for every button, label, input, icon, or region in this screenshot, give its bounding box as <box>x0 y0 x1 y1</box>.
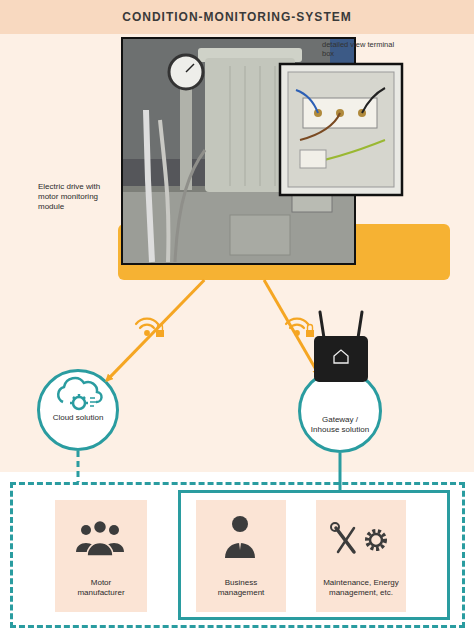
photo-wall <box>123 39 354 159</box>
motor-cap <box>198 48 302 62</box>
motor-fin <box>230 66 231 186</box>
motor-housing <box>205 58 295 192</box>
white-pipe <box>146 110 152 262</box>
wifi-lock-icon <box>286 319 314 337</box>
wifi-arc <box>286 319 308 324</box>
upper-background <box>0 0 474 472</box>
circle-shape <box>39 371 118 450</box>
stakeholder-box: Motor manufacturer <box>55 500 147 612</box>
inset-frame <box>280 64 402 195</box>
gauge-needle <box>186 64 194 72</box>
lock-body <box>156 330 164 337</box>
antenna <box>358 312 362 338</box>
wifi-arc <box>290 325 304 328</box>
wire-brown <box>300 113 340 140</box>
wrench <box>336 528 354 552</box>
wifi-arc <box>140 325 154 328</box>
tools-icon <box>331 523 385 552</box>
body <box>76 543 96 552</box>
wifi-dot <box>295 331 299 335</box>
pressure-gauge <box>169 55 203 89</box>
pump-block <box>230 215 290 255</box>
terminal-screw <box>358 109 366 117</box>
wifi-dot <box>145 331 149 335</box>
motor-fin <box>275 66 276 186</box>
gear-teeth <box>367 531 385 549</box>
photo-plate <box>123 186 354 192</box>
lock-shackle <box>308 325 313 331</box>
module-board <box>300 150 326 168</box>
terminal-block <box>303 98 377 128</box>
photo-frame <box>122 38 355 264</box>
head <box>81 525 91 535</box>
cloud-icon <box>58 378 101 409</box>
motor-fin <box>245 66 246 186</box>
wire-blue <box>296 90 318 113</box>
title-band <box>0 0 474 34</box>
photo-blue-part <box>330 39 354 157</box>
connector-arrow <box>107 280 205 381</box>
circle-outline <box>298 369 382 453</box>
group-icon <box>76 521 124 557</box>
dashed-group-box: Motor manufacturer Business management Mai… <box>10 482 465 628</box>
grey-pipe <box>160 120 168 262</box>
wifi-lock-icon <box>136 319 164 337</box>
cloud-outline <box>58 378 101 402</box>
person-icon <box>225 516 255 558</box>
connector-arrow <box>264 280 319 375</box>
circle-outline <box>37 369 119 451</box>
wire-earth <box>300 140 385 165</box>
body <box>87 543 113 557</box>
stakeholder-box: Maintenance, Energy management, etc. <box>316 500 406 612</box>
body <box>104 543 124 552</box>
motor-fin <box>260 66 261 186</box>
terminal-screw <box>336 109 344 117</box>
motor-photo <box>122 38 355 264</box>
node-label: Electric drive with motor monitoring mod… <box>38 182 114 212</box>
circuit-lines <box>90 398 97 406</box>
node-label: Business management <box>201 578 281 598</box>
drive-band: Electric drive with motor monitoring mod… <box>118 224 450 280</box>
cable <box>175 150 205 262</box>
head <box>232 516 248 532</box>
gateway-circle: Gateway / Inhouse solution <box>298 369 382 453</box>
body <box>225 543 255 558</box>
wrench-head <box>331 523 339 531</box>
head <box>94 521 107 534</box>
antenna <box>320 312 324 338</box>
motor-fin <box>215 66 216 186</box>
gauge-stem <box>180 88 192 190</box>
node-label: Cloud solution <box>43 413 113 423</box>
gear-body <box>73 397 85 409</box>
cloud-circle: Cloud solution <box>37 369 119 451</box>
gateway-box <box>314 336 368 382</box>
gear-teeth <box>70 394 88 403</box>
wifi-arc <box>136 319 158 324</box>
screwdriver <box>338 528 354 552</box>
circle-shape <box>300 371 381 452</box>
gateway-icon <box>314 312 368 382</box>
head <box>109 525 119 535</box>
lock-body <box>306 330 314 337</box>
terminal-box-inset <box>280 64 402 195</box>
lock-shackle <box>158 325 163 331</box>
connector-line <box>77 451 80 482</box>
photo-tank <box>123 190 354 263</box>
gear <box>370 534 382 546</box>
wire-black <box>362 88 385 113</box>
tie <box>238 535 242 550</box>
connector-line <box>339 453 342 490</box>
solid-group-box: Business management Maintenance, Energy m… <box>178 490 450 620</box>
inset-box <box>288 72 394 187</box>
stakeholder-box: Business management <box>196 500 286 612</box>
terminal-box <box>292 174 332 212</box>
terminal-screw <box>314 109 322 117</box>
node-label: Gateway / Inhouse solution <box>307 415 373 435</box>
node-label: Motor manufacturer <box>71 578 131 598</box>
house-symbol <box>334 350 348 363</box>
node-label: Maintenance, Energy management, etc. <box>320 578 402 598</box>
